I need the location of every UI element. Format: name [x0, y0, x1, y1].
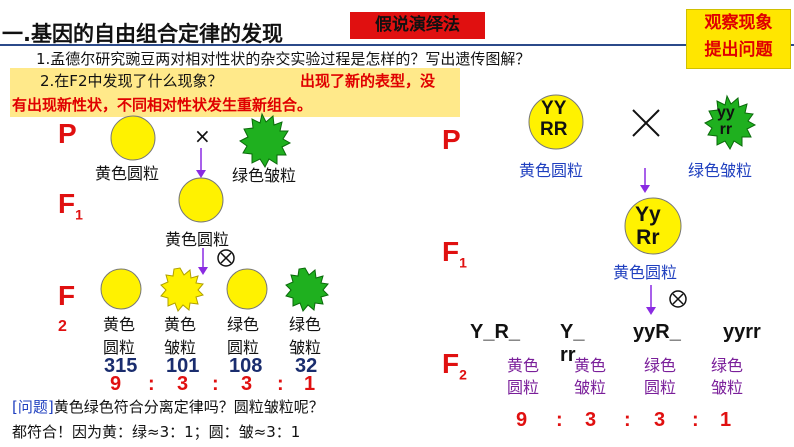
right-ratio-sep-1: : [556, 409, 563, 431]
f2-green-round-pea-icon [226, 268, 268, 310]
right-ratio-4: 1 [720, 409, 732, 431]
left-ratio-3: 3 [241, 373, 253, 395]
right-gen-f1: F1 [442, 236, 467, 271]
left-gen-f2-sub: 2 [58, 318, 67, 335]
left-self-cross-icon [217, 249, 235, 267]
title-underline [0, 44, 794, 46]
yyrr-dominant-pea-icon [528, 94, 584, 150]
question-2-answer-part-1: 出现了新的表型，没 [300, 72, 436, 90]
right-self-cross-icon [669, 290, 687, 308]
observe-line-1: 观察现象 [704, 13, 773, 33]
right-f2-genotype-1: Y_R_ [470, 321, 521, 343]
right-f2-genotype-3: yyR_ [633, 321, 681, 343]
right-f2-genotype-4: yyrr [723, 321, 761, 343]
left-ratio-sep-2: : [212, 373, 219, 395]
left-f2-count-2: 101 [166, 355, 200, 377]
f2-yellow-wrinkled-pea-icon [160, 267, 204, 312]
observe-badge: 观察现象 提出问题 [686, 9, 791, 69]
right-ratio-sep-2: : [624, 409, 631, 431]
left-f1-label: 黄色圆粒 [165, 230, 230, 249]
right-gen-p: P [442, 124, 461, 155]
right-ratio-1: 9 [516, 409, 528, 431]
right-parent-1-label: 黄色圆粒 [519, 161, 584, 180]
right-arrow-head-f2 [646, 307, 656, 315]
left-cross-symbol: × [194, 124, 211, 148]
question-1: 1.孟德尔研究豌豆两对相对性状的杂交实验过程是怎样的？写出遗传图解？ [36, 50, 531, 68]
right-f2-pheno-4: 绿色皱粒 [711, 356, 744, 397]
left-f2-pheno-2: 黄色皱粒 [164, 315, 197, 357]
right-f2-genotype-2: Y_ [560, 321, 585, 343]
f2-yellow-round-pea-icon [100, 268, 142, 310]
yyrr-recessive-pea-icon [704, 94, 757, 151]
problem-answer: 都符合！因为黄：绿≈3：1；圆：皱≈3：1 [12, 423, 301, 441]
problem-statement: [问题]黄色绿色符合分离定律吗？圆粒皱粒呢？ [12, 398, 324, 416]
right-arrow-head-f1 [640, 185, 650, 193]
left-f2-count-1: 315 [104, 355, 138, 377]
left-f2-pheno-4: 绿色皱粒 [289, 315, 322, 357]
left-ratio-1: 9 [110, 373, 122, 395]
right-ratio-2: 3 [585, 409, 597, 431]
f1-yellow-round-pea-icon [178, 177, 224, 223]
method-badge: 假说演绎法 [350, 12, 485, 39]
left-parent-2-label: 绿色皱粒 [232, 166, 297, 185]
left-ratio-2: 3 [177, 373, 189, 395]
right-gen-f2: F2 [442, 348, 467, 383]
right-parent-2-label: 绿色皱粒 [688, 161, 753, 180]
left-arrow-head-f1 [196, 170, 206, 178]
left-ratio-4: 1 [304, 373, 316, 395]
right-f1-label: 黄色圆粒 [613, 263, 678, 282]
question-2: 2.在F2中发现了什么现象？ [40, 72, 223, 90]
left-ratio-sep-3: : [277, 373, 284, 395]
question-2-answer-part-2: 有出现新性状，不同相对性状发生重新组合。 [12, 96, 313, 114]
left-parent-1-label: 黄色圆粒 [95, 164, 160, 183]
left-arrow-head-f2 [198, 267, 208, 275]
left-gen-f1: F1 [58, 188, 83, 223]
f1-yyrr-pea-icon [624, 197, 682, 255]
page-title: 一.基因的自由组合定律的发现 [2, 22, 283, 46]
left-f2-count-3: 108 [229, 355, 263, 377]
green-wrinkled-pea-icon [239, 112, 292, 169]
right-f2-genotype-2b: rr [560, 344, 576, 366]
left-gen-p: P [58, 118, 77, 149]
observe-line-2: 提出问题 [704, 40, 773, 60]
right-f2-pheno-3: 绿色圆粒 [644, 356, 677, 397]
left-f2-pheno-1: 黄色圆粒 [103, 315, 136, 357]
right-ratio-3: 3 [654, 409, 666, 431]
left-f2-count-4: 32 [295, 355, 318, 377]
right-ratio-sep-3: : [692, 409, 699, 431]
right-f2-pheno-1: 黄色圆粒 [507, 356, 540, 397]
right-f2-pheno-2: 黄色皱粒 [574, 356, 607, 397]
left-ratio-sep-1: : [148, 373, 155, 395]
left-gen-f2: F [58, 280, 76, 311]
f2-green-wrinkled-pea-icon [285, 267, 329, 312]
yellow-round-pea-icon [110, 115, 156, 161]
question-2-highlight [10, 68, 460, 117]
left-f2-pheno-3: 绿色圆粒 [227, 315, 260, 357]
